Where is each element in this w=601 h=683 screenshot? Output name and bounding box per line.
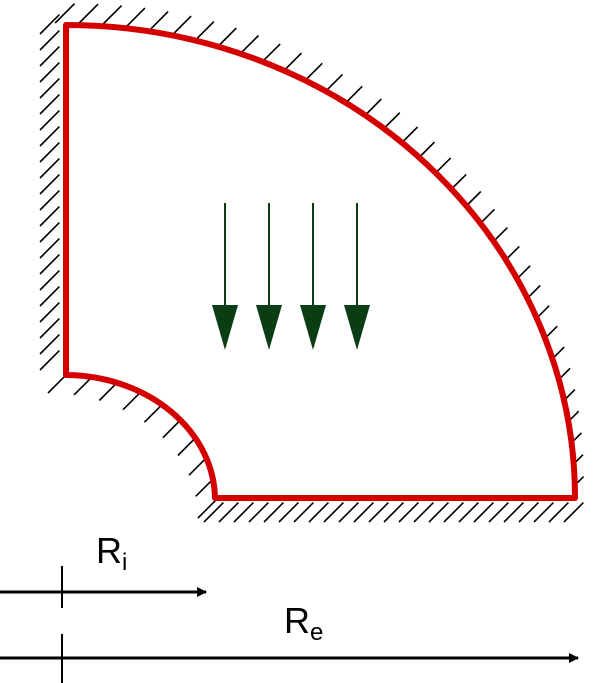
hatch-line	[323, 502, 344, 523]
hatch-line	[563, 502, 584, 523]
load-arrow	[300, 203, 326, 350]
outer-radius-label-subscript: e	[310, 619, 323, 646]
load-arrow-head	[256, 305, 282, 350]
hatch-line	[293, 502, 314, 523]
hatch-line	[39, 238, 60, 259]
load-arrow	[344, 203, 370, 350]
hatch-line	[148, 11, 169, 32]
hatch-line	[488, 502, 509, 523]
hatch-line	[101, 5, 123, 26]
hatch-line	[193, 21, 215, 42]
hatch-line	[39, 222, 60, 243]
hatch-line	[383, 502, 404, 523]
hatch-line	[197, 498, 218, 519]
hatch-line	[39, 318, 60, 339]
hatch-line	[39, 126, 60, 147]
hatch-line	[203, 502, 224, 523]
hatch-line	[458, 502, 479, 523]
domain-boundary	[63, 22, 578, 501]
inner-radius-label-main: R	[96, 530, 122, 571]
hatch-line	[39, 110, 60, 131]
hatch-line	[39, 78, 60, 99]
hatch-line	[39, 94, 60, 115]
hatch-line	[39, 158, 60, 179]
hatch-line	[413, 502, 434, 523]
hatch-line	[398, 502, 419, 523]
hatch-line	[39, 142, 60, 163]
hatch-line	[548, 502, 569, 523]
load-arrow-head	[344, 305, 370, 350]
hatch-line	[39, 174, 60, 195]
load-arrow	[256, 203, 282, 350]
hatch-line	[533, 502, 554, 523]
hatch-line	[39, 30, 60, 51]
hatch-line	[473, 502, 494, 523]
hatch-line	[233, 502, 254, 523]
hatch-line	[39, 206, 60, 227]
left-wall-hatching	[39, 14, 60, 371]
hatch-line	[518, 502, 539, 523]
hatch-line	[39, 286, 60, 307]
outer-radius-label-main: R	[284, 600, 310, 641]
hatch-line	[278, 502, 299, 523]
hatch-line	[353, 502, 374, 523]
hatch-line	[39, 254, 60, 275]
hatch-line	[39, 46, 60, 67]
hatch-line	[124, 7, 146, 29]
outer-radius-dimension: Re	[0, 600, 579, 683]
hatch-line	[39, 350, 60, 371]
hatch-line	[39, 334, 60, 355]
hatch-line	[39, 270, 60, 291]
load-arrow-head	[212, 305, 238, 350]
inner-radius-dimension: Ri	[0, 530, 207, 608]
bottom-wall-hatching	[203, 502, 584, 523]
load-arrow-head	[300, 305, 326, 350]
hatch-line	[443, 502, 464, 523]
outer-radius-label: Re	[284, 600, 323, 646]
hatch-line	[39, 302, 60, 323]
load-arrow	[212, 203, 238, 350]
hatch-line	[428, 502, 449, 523]
hatch-line	[338, 502, 359, 523]
hatch-line	[368, 502, 389, 523]
hatch-line	[39, 62, 60, 83]
hatch-line	[39, 190, 60, 211]
inner-radius-label: Ri	[96, 530, 127, 576]
hatch-line	[308, 502, 329, 523]
hatch-line	[39, 14, 60, 35]
hatch-line	[171, 15, 192, 37]
hatch-line	[218, 502, 239, 523]
hatch-line	[503, 502, 524, 523]
hatch-line	[263, 502, 284, 523]
hatch-line	[248, 502, 269, 523]
hatch-line	[78, 3, 99, 25]
inner-radius-label-subscript: i	[122, 549, 127, 576]
hatch-line	[54, 3, 76, 24]
distributed-load-arrows	[212, 203, 370, 350]
